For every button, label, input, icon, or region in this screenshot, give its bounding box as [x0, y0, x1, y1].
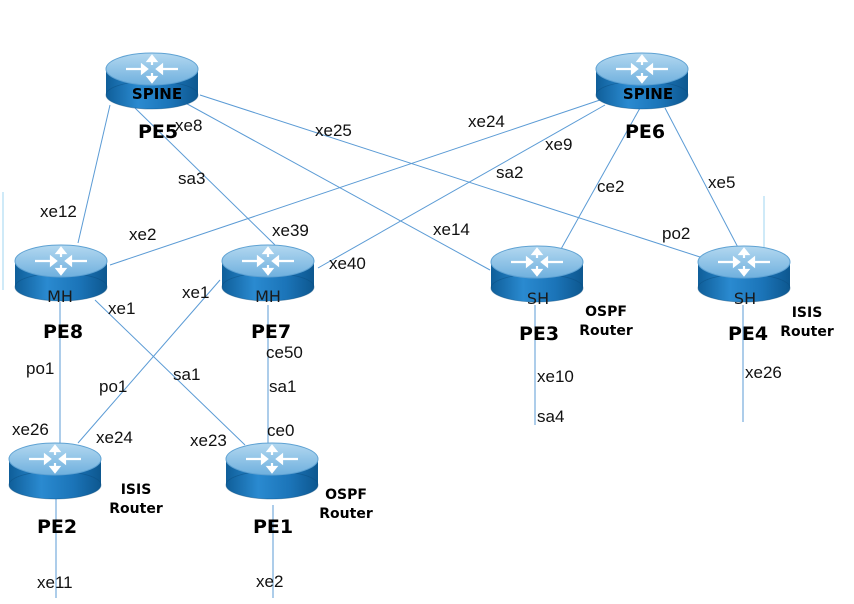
port-label: sa4 [537, 407, 564, 426]
port-label: xe2 [256, 572, 283, 591]
link-pe5-pe8 [77, 104, 111, 244]
link-pe5-pe7 [134, 107, 276, 246]
router-name: PE3 [519, 323, 559, 345]
link-pe8-pe1 [94, 299, 246, 446]
router-name: PE2 [37, 516, 77, 538]
port-label: xe11 [37, 573, 73, 592]
link-pe5-pe4 [199, 94, 701, 258]
router-type: Router [780, 324, 834, 340]
port-label: xe40 [329, 254, 366, 273]
router-type: Router [319, 506, 373, 522]
port-label: xe24 [96, 428, 133, 447]
router-pe2[interactable]: PE2 ISIS Router [7, 441, 163, 538]
port-label: xe39 [272, 221, 309, 240]
router-name: PE7 [251, 321, 291, 343]
router-pe6[interactable]: SPINE PE6 [594, 51, 690, 143]
router-name: PE6 [625, 121, 665, 143]
router-type: Router [579, 323, 633, 339]
router-protocol: ISIS [792, 305, 823, 321]
port-label: xe26 [745, 363, 782, 382]
router-role: SPINE [132, 85, 182, 103]
router-name: PE1 [253, 516, 293, 538]
router-role: SPINE [623, 85, 673, 103]
router-pe3[interactable]: SH PE3 OSPF Router [489, 244, 633, 345]
port-label: xe1 [108, 299, 135, 318]
port-label: ce50 [266, 343, 303, 362]
port-labels: xe12 xe8 sa3 xe39 xe14 xe25 po2 xe24 xe2… [12, 112, 782, 592]
router-protocol: ISIS [121, 482, 152, 498]
port-label: xe9 [545, 135, 572, 154]
router-role: MH [255, 287, 281, 306]
links [55, 94, 744, 598]
port-label: ce0 [267, 421, 294, 440]
port-label: sa3 [178, 169, 205, 188]
port-label: po1 [26, 359, 54, 378]
link-pe6-pe7 [317, 104, 606, 269]
port-label: po2 [662, 224, 690, 243]
router-role: SH [734, 289, 756, 308]
port-label: xe2 [129, 225, 156, 244]
port-label: xe12 [40, 202, 77, 221]
router-type: Router [109, 501, 163, 517]
router-name: PE4 [728, 323, 768, 345]
port-label: xe10 [537, 367, 574, 386]
port-label: xe24 [468, 112, 505, 131]
router-role: MH [47, 287, 73, 306]
port-label: sa1 [269, 377, 296, 396]
port-label: xe14 [433, 220, 470, 239]
router-protocol: OSPF [325, 487, 367, 503]
link-pe5-pe3 [179, 99, 491, 271]
router-pe1[interactable]: PE1 OSPF Router [224, 441, 373, 538]
port-label: xe25 [315, 121, 352, 140]
link-pe7-pe2 [77, 279, 221, 444]
link-pe6-pe8 [109, 99, 601, 266]
port-label: xe26 [12, 420, 49, 439]
port-label: xe23 [190, 431, 227, 450]
router-pe4[interactable]: SH PE4 ISIS Router [696, 244, 834, 345]
port-label: ce2 [597, 177, 624, 196]
port-label: sa2 [496, 163, 523, 182]
port-label: xe8 [175, 116, 202, 135]
router-protocol: OSPF [585, 304, 627, 320]
port-label: po1 [99, 377, 127, 396]
port-label: sa1 [173, 365, 200, 384]
router-name: PE8 [43, 321, 83, 343]
port-label: xe1 [182, 283, 209, 302]
router-pe5[interactable]: SPINE PE5 [104, 51, 200, 143]
port-label: xe5 [708, 173, 735, 192]
router-role: SH [527, 289, 549, 308]
router-name: PE5 [138, 121, 178, 143]
link-pe6-pe4 [664, 107, 744, 258]
link-pe6-pe3 [555, 107, 641, 259]
router-pe8[interactable]: MH PE8 [13, 243, 109, 343]
router-pe7[interactable]: MH PE7 [220, 243, 316, 343]
